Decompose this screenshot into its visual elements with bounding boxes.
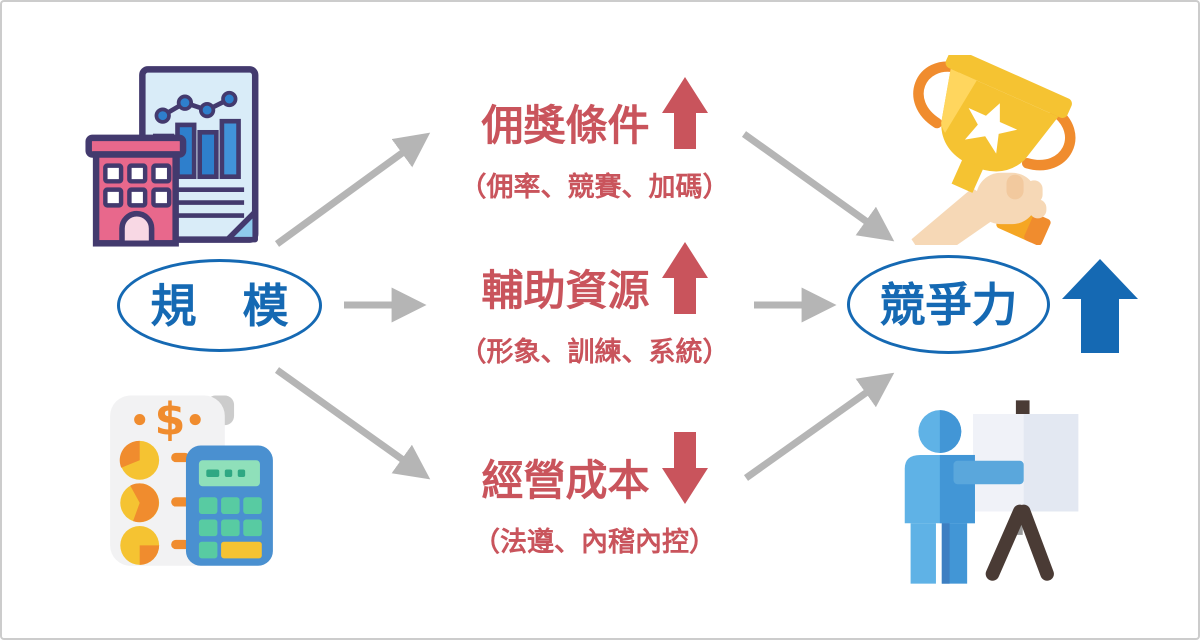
presenter-easel-icon (904, 400, 1079, 584)
factor-resources-title: 輔助資源 (481, 266, 650, 315)
scale-node: 規 模 (117, 259, 322, 352)
factor-commission-title: 佣獎條件 (481, 101, 650, 150)
trophy-hand-icon (911, 55, 1076, 245)
competitiveness-node: 競爭力 (847, 255, 1050, 354)
factor-commission: 佣獎條件 （佣率、競賽、加碼） (422, 77, 767, 204)
factor-cost-title: 經營成本 (481, 456, 650, 505)
red-up-arrow-icon (661, 77, 708, 149)
receipt-calculator-icon: $ (110, 394, 273, 566)
scale-node-label: 規 模 (150, 278, 289, 333)
factor-commission-subtitle: （佣率、競賽、加碼） (459, 172, 730, 203)
factor-resources: 輔助資源 （形象、訓練、系統） (422, 242, 767, 369)
factor-resources-subtitle: （形象、訓練、系統） (459, 337, 730, 368)
factor-cost: 經營成本 （法遵、內稽內控） (422, 432, 767, 559)
report-building-icon (85, 66, 259, 247)
red-down-arrow-icon (661, 432, 708, 504)
competitiveness-up-arrow-icon (1062, 259, 1138, 353)
red-up-arrow-icon (661, 242, 708, 314)
svg-text:$: $ (155, 394, 186, 445)
competitiveness-node-label: 競爭力 (879, 277, 1018, 332)
factor-cost-subtitle: （法遵、內稽內控） (473, 527, 716, 558)
